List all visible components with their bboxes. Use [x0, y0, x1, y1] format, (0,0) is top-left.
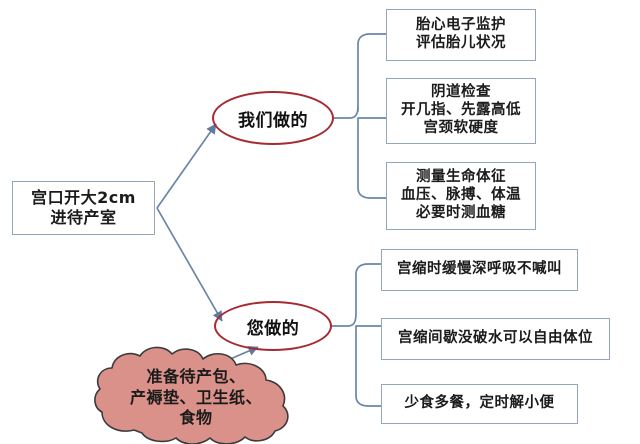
branch-node-label: 我们做的: [238, 110, 308, 131]
item-box-line: 胎心电子监护: [416, 17, 506, 34]
ellipse-outline: [212, 91, 334, 145]
item-box-line: 宫颈软硬度: [423, 119, 499, 136]
item-box-line: 必要时测血糖: [416, 204, 506, 221]
branch-node-you-do[interactable]: 您做的: [214, 301, 332, 351]
item-box[interactable]: 胎心电子监护 评估胎儿状况: [386, 9, 536, 61]
cloud-node-line: 食物: [179, 408, 213, 428]
item-box-line: 评估胎儿状况: [416, 35, 506, 51]
root-node[interactable]: 宫口开大2cm 进待产室: [12, 181, 155, 235]
item-box[interactable]: 阴道检查 开几指、先露高低 宫颈软硬度: [386, 78, 536, 144]
root-node-line: 宫口开大2cm: [31, 188, 136, 208]
cloud-node[interactable]: 准备待产包、 产褥垫、卫生纸、 食物: [94, 346, 296, 444]
item-box[interactable]: 宫缩时缓慢深呼吸不喊叫: [381, 249, 578, 291]
cloud-node-text: 准备待产包、 产褥垫、卫生纸、 食物: [130, 367, 262, 429]
ellipse-outline: [214, 301, 332, 351]
item-box-line: 测量生命体征: [416, 169, 506, 186]
cloud-node-line: 产褥垫、卫生纸、: [129, 387, 262, 407]
cloud-shape-icon: [94, 346, 289, 444]
connector-root-to-you-do: [156, 207, 223, 322]
item-box[interactable]: 测量生命体征 血压、脉搏、体温 必要时测血糖: [386, 162, 536, 230]
branch-node-we-do[interactable]: 我们做的: [212, 91, 334, 145]
branch-node-label: 您做的: [246, 318, 300, 339]
item-box[interactable]: 少食多餐，定时解小便: [381, 384, 578, 424]
item-box-line: 宫缩时缓慢深呼吸不喊叫: [397, 261, 562, 278]
item-box[interactable]: 宫缩间歇没破水可以自由体位: [381, 318, 610, 360]
connector-root-to-we-do: [156, 123, 217, 209]
connector-brace-lower: [331, 263, 382, 407]
connector-brace-upper: [333, 33, 387, 199]
item-box-line: 开几指、先露高低: [401, 102, 521, 119]
item-box-line: 血压、脉搏、体温: [401, 187, 521, 204]
cloud-node-line: 准备待产包、: [146, 366, 246, 386]
item-box-line: 少食多餐，定时解小便: [404, 395, 555, 412]
item-box-line: 宫缩间歇没破水可以自由体位: [398, 330, 593, 347]
item-box-line: 阴道检查: [431, 84, 491, 101]
root-node-line: 进待产室: [50, 208, 117, 227]
